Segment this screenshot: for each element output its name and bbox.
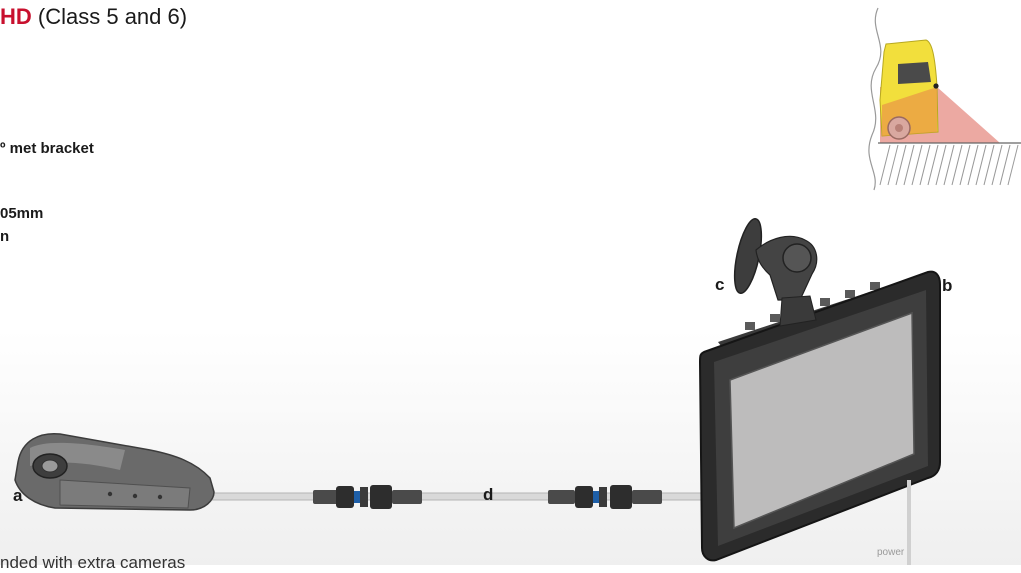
label-c: c — [715, 275, 725, 294]
footnote-text: nded with extra cameras — [0, 553, 186, 572]
spec-line-bracket: º met bracket — [0, 140, 94, 157]
spec-line-length: n — [0, 228, 10, 245]
suction-mount — [733, 218, 818, 327]
title-accent: HD — [0, 4, 32, 29]
monitor-device — [698, 270, 941, 565]
label-b: b — [942, 276, 953, 295]
connector-pair-2 — [548, 485, 662, 509]
title-rest: (Class 5 and 6) — [31, 4, 188, 29]
spec-line-size: 05mm — [0, 205, 44, 222]
truck-view-zone-icon — [868, 7, 1021, 191]
label-a: a — [13, 486, 23, 505]
power-label: power — [877, 547, 905, 558]
camera-device — [14, 432, 215, 511]
connector-pair-1 — [313, 485, 422, 509]
label-d: d — [483, 485, 494, 504]
page-title: HD (Class 5 and 6) — [0, 4, 187, 30]
